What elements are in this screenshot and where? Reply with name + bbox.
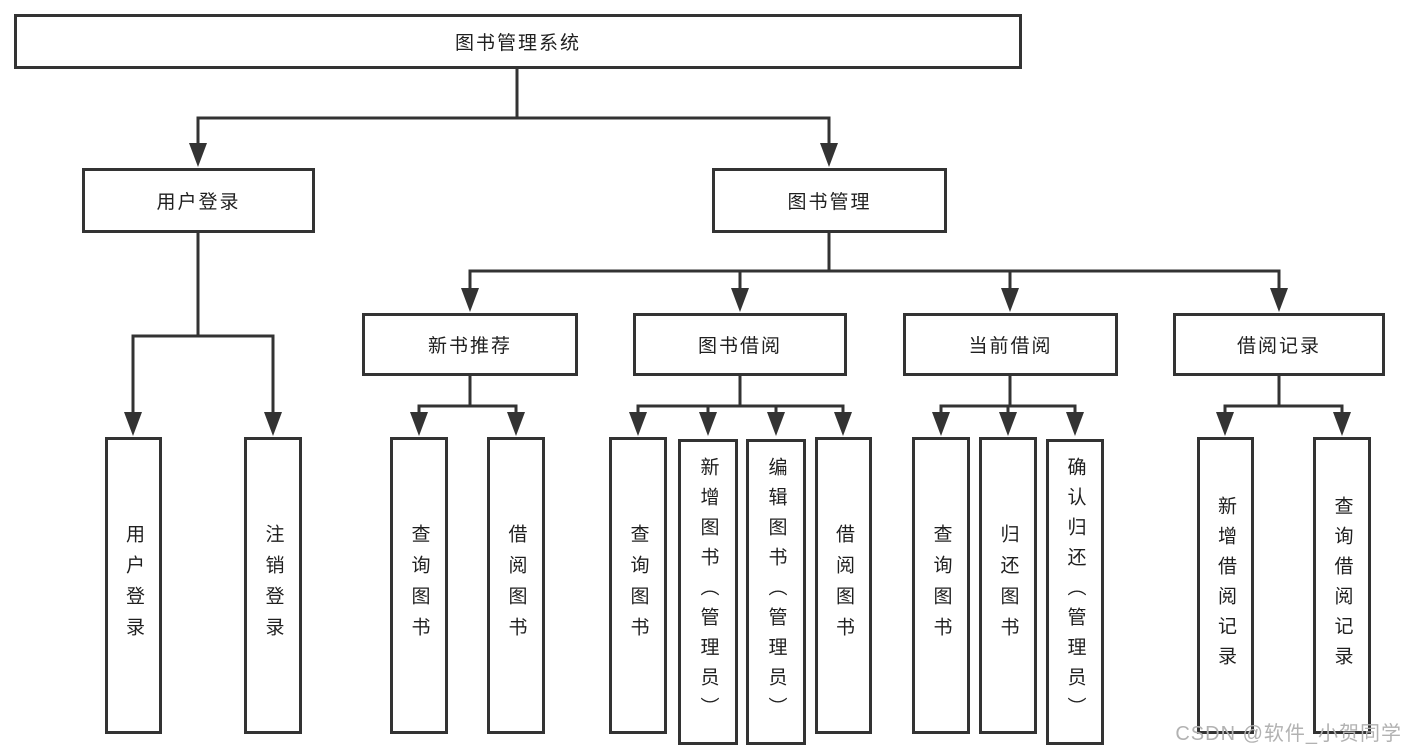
leaf-confirm-return-admin: 确认归还（管理员） (1046, 439, 1104, 745)
leaf-label: 用户登录 (123, 523, 144, 648)
leaf-label: 借阅图书 (833, 523, 854, 648)
leaf-add-borrow-record: 新增借阅记录 (1197, 437, 1254, 734)
leaf-label: 确认归还（管理员） (1064, 457, 1086, 727)
node-borrowing-records: 借阅记录 (1173, 313, 1385, 376)
leaf-label: 查询图书 (930, 523, 952, 648)
leaf-user-login: 用户登录 (105, 437, 162, 734)
leaf-label: 编辑图书（管理员） (765, 457, 787, 727)
leaf-logout: 注销登录 (244, 437, 302, 734)
leaf-label: 归还图书 (997, 523, 1019, 648)
leaf-query-books-current: 查询图书 (912, 437, 970, 734)
leaf-label: 新增图书（管理员） (697, 457, 719, 727)
leaf-label: 新增借阅记录 (1215, 495, 1236, 676)
node-new-book-recommendation: 新书推荐 (362, 313, 578, 376)
node-book-management: 图书管理 (712, 168, 947, 233)
node-library-management-system: 图书管理系统 (14, 14, 1022, 69)
leaf-label: 借阅图书 (505, 523, 527, 648)
leaf-borrow-books-borrowing: 借阅图书 (815, 437, 872, 734)
leaf-query-borrow-record: 查询借阅记录 (1313, 437, 1371, 734)
leaf-return-books: 归还图书 (979, 437, 1037, 734)
leaf-borrow-books-recommend: 借阅图书 (487, 437, 545, 734)
node-current-borrowing: 当前借阅 (903, 313, 1118, 376)
leaf-label: 查询图书 (408, 523, 430, 648)
leaf-label: 注销登录 (262, 523, 284, 648)
leaf-label: 查询图书 (627, 523, 649, 648)
leaf-edit-book-admin: 编辑图书（管理员） (746, 439, 806, 745)
node-user-login: 用户登录 (82, 168, 315, 233)
leaf-query-books-recommend: 查询图书 (390, 437, 448, 734)
node-book-borrowing: 图书借阅 (633, 313, 847, 376)
leaf-label: 查询借阅记录 (1331, 495, 1353, 676)
leaf-add-book-admin: 新增图书（管理员） (678, 439, 738, 745)
csdn-watermark: CSDN @软件_小贺同学 (1175, 723, 1402, 745)
leaf-query-books-borrowing: 查询图书 (609, 437, 667, 734)
